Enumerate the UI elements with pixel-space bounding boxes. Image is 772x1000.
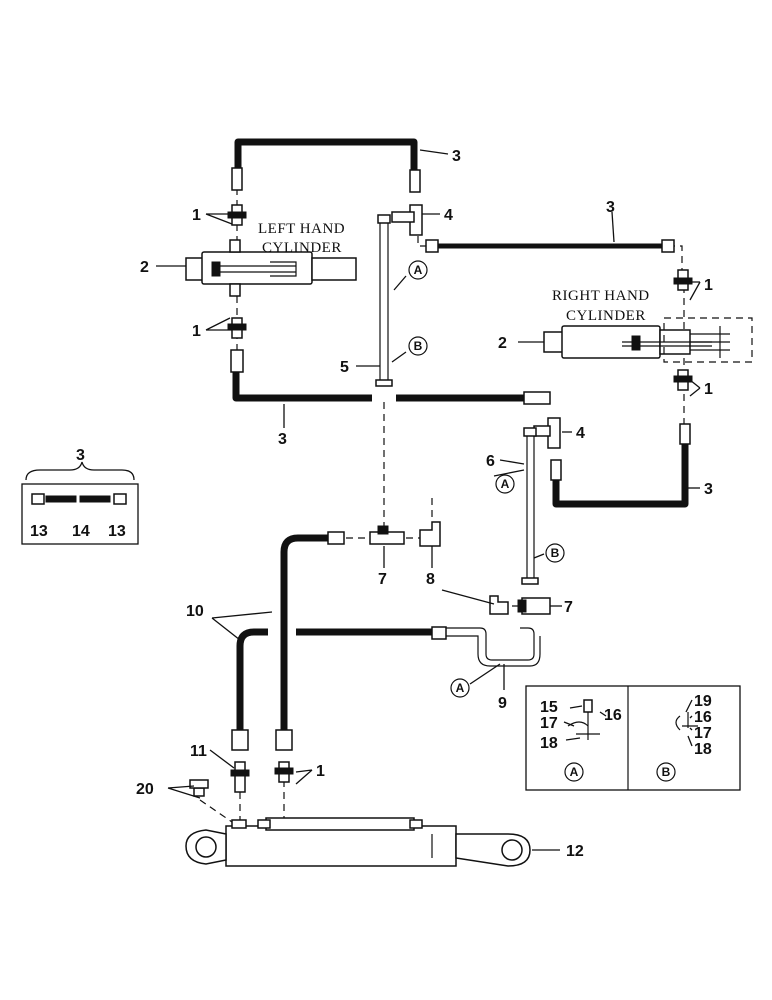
callout-16-b: 16 (694, 709, 712, 726)
hose-10-left (236, 628, 268, 730)
callout-17-b: 17 (694, 725, 712, 742)
right-cylinder-caption-line1: RIGHT HAND (552, 288, 650, 304)
callout-3-top: 3 (452, 148, 461, 165)
hose-lines (232, 138, 689, 730)
hose-top-left-loop (234, 138, 418, 170)
detail-markers: A B A B A A B (408, 260, 671, 779)
callout-8-center: 8 (426, 571, 435, 588)
leader-lines (156, 149, 701, 851)
tee-fitting-upper (375, 204, 423, 387)
callout-20: 20 (136, 781, 154, 798)
callout-7-right: 7 (564, 599, 573, 616)
callout-3-right-lower: 3 (704, 481, 713, 498)
callout-4-upper: 4 (444, 207, 453, 224)
tee-fitting-lower (521, 391, 562, 585)
callout-4-lower: 4 (576, 425, 585, 442)
callout-18-a: 18 (540, 735, 558, 752)
lower-hose-fittings (189, 729, 294, 797)
callout-16-a: 16 (604, 707, 622, 724)
callout-11: 11 (190, 743, 207, 760)
callout-1-upper-left: 1 (192, 207, 201, 224)
detail-letter-a-1: A (414, 263, 423, 277)
left-cylinder-caption-line2: CYLINDER (262, 240, 342, 256)
detail-letter-b-inset: B (662, 765, 671, 779)
callout-5: 5 (340, 359, 349, 376)
callout-3-right-top: 3 (606, 199, 615, 216)
callout-13-right: 13 (108, 523, 126, 540)
callout-3-inset: 3 (76, 447, 85, 464)
detail-letter-a-3: A (456, 681, 465, 695)
tee-fitting-center (327, 521, 441, 547)
detail-letter-a-2: A (501, 477, 510, 491)
right-cylinder-fittings (425, 239, 693, 445)
callout-2-left: 2 (140, 259, 149, 276)
tube-9 (431, 626, 541, 667)
callout-3-lower-left: 3 (278, 431, 287, 448)
callout-2-right: 2 (498, 335, 507, 352)
left-cylinder-caption-line1: LEFT HAND (258, 221, 345, 237)
detail-inset (525, 685, 741, 791)
callout-1-lower: 1 (316, 763, 325, 780)
hose-10-right (280, 534, 328, 730)
callout-1-right-upper: 1 (704, 277, 713, 294)
main-hydraulic-cylinder (185, 817, 531, 867)
hose-assembly-inset (21, 461, 139, 545)
right-hand-cylinder (543, 317, 753, 363)
callout-9: 9 (498, 695, 507, 712)
callout-19: 19 (694, 693, 712, 710)
left-cylinder-fittings (227, 167, 421, 373)
callout-15: 15 (540, 699, 558, 716)
hose-bottom-left (232, 372, 372, 402)
callout-13-left: 13 (30, 523, 48, 540)
callout-1-right-lower: 1 (704, 381, 713, 398)
callout-6: 6 (486, 453, 495, 470)
left-hand-cylinder (185, 239, 357, 297)
callout-7-center: 7 (378, 571, 387, 588)
detail-letter-a-inset: A (570, 765, 579, 779)
callout-18-b: 18 (694, 741, 712, 758)
callout-17-a: 17 (540, 715, 558, 732)
callout-14: 14 (72, 523, 90, 540)
callout-12: 12 (566, 843, 584, 860)
callout-10: 10 (186, 603, 204, 620)
callout-1-lower-left: 1 (192, 323, 201, 340)
tee-fitting-right (489, 595, 551, 615)
right-cylinder-caption-line2: CYLINDER (566, 308, 646, 324)
detail-letter-b-1: B (414, 339, 423, 353)
hose-right-lower-loop (552, 442, 689, 508)
callout-numbers: 3 1 4 3 2 1 1 2 5 1 3 4 3 6 3 13 14 13 7… (30, 148, 713, 860)
detail-letter-b-2: B (551, 546, 560, 560)
captions: LEFT HAND CYLINDER RIGHT HAND CYLINDER (258, 221, 650, 324)
